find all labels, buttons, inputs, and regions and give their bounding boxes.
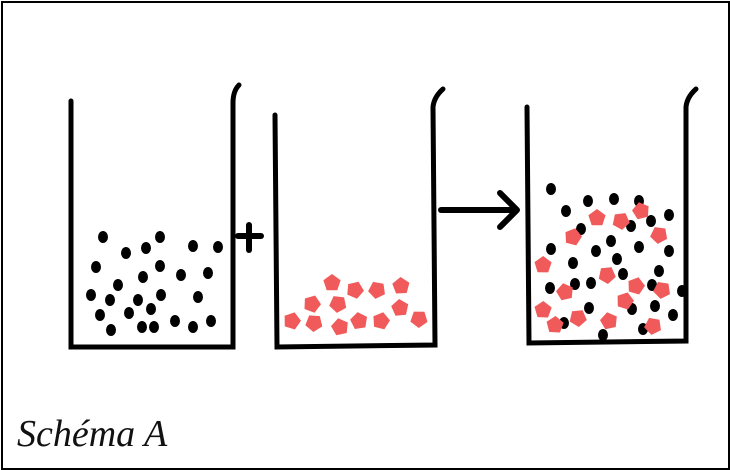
black-particle xyxy=(568,257,578,269)
red-particle xyxy=(534,256,552,273)
beaker-1-outline xyxy=(68,82,242,350)
black-particle xyxy=(155,260,165,272)
black-particle xyxy=(609,193,619,205)
beaker-red-particles xyxy=(272,86,446,350)
red-particle xyxy=(368,281,385,299)
red-particle xyxy=(350,312,367,329)
black-particle xyxy=(155,231,165,243)
black-particle xyxy=(612,253,622,265)
red-particle xyxy=(569,310,587,327)
red-particle xyxy=(644,317,661,335)
red-particle xyxy=(653,282,670,299)
red-particle xyxy=(628,277,645,295)
red-particle xyxy=(392,277,410,294)
black-particle xyxy=(647,279,657,291)
black-particle xyxy=(170,315,180,327)
black-particle xyxy=(86,289,96,301)
black-particle xyxy=(650,300,660,312)
beaker-1-particles xyxy=(86,231,223,336)
black-particle xyxy=(105,294,115,306)
black-particle xyxy=(133,294,143,306)
black-particle xyxy=(591,245,601,257)
red-particle xyxy=(588,209,606,226)
black-particle xyxy=(570,278,580,290)
plus-sign xyxy=(235,222,264,253)
black-particle xyxy=(584,302,594,314)
black-particle xyxy=(598,329,608,341)
black-particle xyxy=(213,241,223,253)
beaker-3-outline xyxy=(524,86,699,346)
red-particle xyxy=(331,318,348,336)
red-particle xyxy=(565,228,582,246)
black-particle xyxy=(95,309,105,321)
figure-caption: Schéma A xyxy=(17,413,168,455)
black-particle xyxy=(176,269,186,281)
black-particle xyxy=(634,241,644,253)
black-particle xyxy=(138,271,148,283)
black-particle xyxy=(668,309,678,321)
red-particle xyxy=(305,315,323,332)
black-particle xyxy=(654,265,664,277)
red-particle xyxy=(347,281,364,299)
black-particle xyxy=(206,315,216,327)
red-particle xyxy=(600,312,617,330)
black-particle xyxy=(149,321,159,333)
black-particle xyxy=(586,277,596,289)
black-particle xyxy=(576,223,586,235)
black-particle xyxy=(188,321,198,333)
black-particle xyxy=(106,324,116,336)
red-particle xyxy=(534,301,552,318)
red-particle xyxy=(304,295,321,313)
red-particle xyxy=(650,227,668,244)
red-particle xyxy=(410,311,428,328)
black-particle xyxy=(646,215,656,227)
black-particle xyxy=(121,247,131,259)
red-particle xyxy=(323,274,341,291)
red-particle xyxy=(617,292,634,310)
black-particle xyxy=(113,279,123,291)
mixing-diagram xyxy=(68,82,699,350)
black-particle xyxy=(606,235,616,247)
black-particle xyxy=(98,231,108,243)
black-particle xyxy=(156,289,166,301)
beaker-black-particles xyxy=(68,82,242,350)
black-particle xyxy=(664,245,674,257)
black-particle xyxy=(141,242,151,254)
beaker-2-particles xyxy=(284,274,428,336)
reaction-arrow xyxy=(438,190,520,230)
black-particle xyxy=(137,321,147,333)
red-particle xyxy=(598,267,616,284)
black-particle xyxy=(561,205,571,217)
black-particle xyxy=(203,267,213,279)
black-particle xyxy=(664,209,674,221)
red-particle xyxy=(612,213,630,230)
black-particle xyxy=(583,195,593,207)
red-particle xyxy=(546,316,564,333)
black-particle xyxy=(188,240,198,252)
black-particle xyxy=(545,282,555,294)
red-particle xyxy=(391,299,409,316)
red-particle xyxy=(556,283,573,301)
black-particle xyxy=(546,243,556,255)
black-particle xyxy=(618,268,628,280)
beaker-3-particles xyxy=(534,183,687,341)
red-particle xyxy=(329,296,347,313)
black-particle xyxy=(677,285,687,297)
red-particle xyxy=(373,312,390,330)
black-particle xyxy=(146,303,156,315)
beaker-2-outline xyxy=(272,86,446,350)
red-particle xyxy=(284,312,301,330)
black-particle xyxy=(124,307,134,319)
beaker-mixture xyxy=(524,86,699,346)
black-particle xyxy=(193,291,203,303)
black-particle xyxy=(91,261,101,273)
red-particle xyxy=(632,202,649,220)
black-particle xyxy=(546,183,556,195)
